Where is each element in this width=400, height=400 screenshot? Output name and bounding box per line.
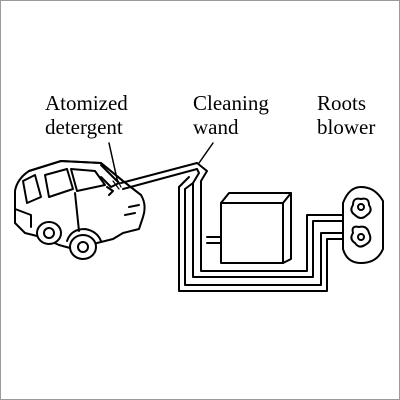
roots-blower (342, 186, 384, 264)
roots-blower-label-line-1: Roots (317, 91, 367, 115)
roots-blower-label-line-2: blower (317, 115, 376, 139)
cleaning-wand-hose (120, 162, 344, 292)
car-illustration (14, 160, 146, 260)
atomized-detergent-label: Atomized detergent (45, 91, 128, 139)
atomized-detergent-label-line-2: detergent (45, 115, 123, 139)
wand-leader-line (198, 142, 214, 164)
detergent-tank (206, 192, 292, 264)
roots-blower-label: Roots blower (317, 91, 375, 139)
detergent-leader-line (108, 142, 118, 180)
cleaning-wand-label-line-2: wand (193, 115, 239, 139)
atomized-detergent-label-line-1: Atomized (45, 91, 128, 115)
cleaning-wand-label-line-1: Cleaning (193, 91, 269, 115)
cleaning-wand-label: Cleaning wand (193, 91, 269, 139)
detergent-spray (112, 178, 122, 190)
